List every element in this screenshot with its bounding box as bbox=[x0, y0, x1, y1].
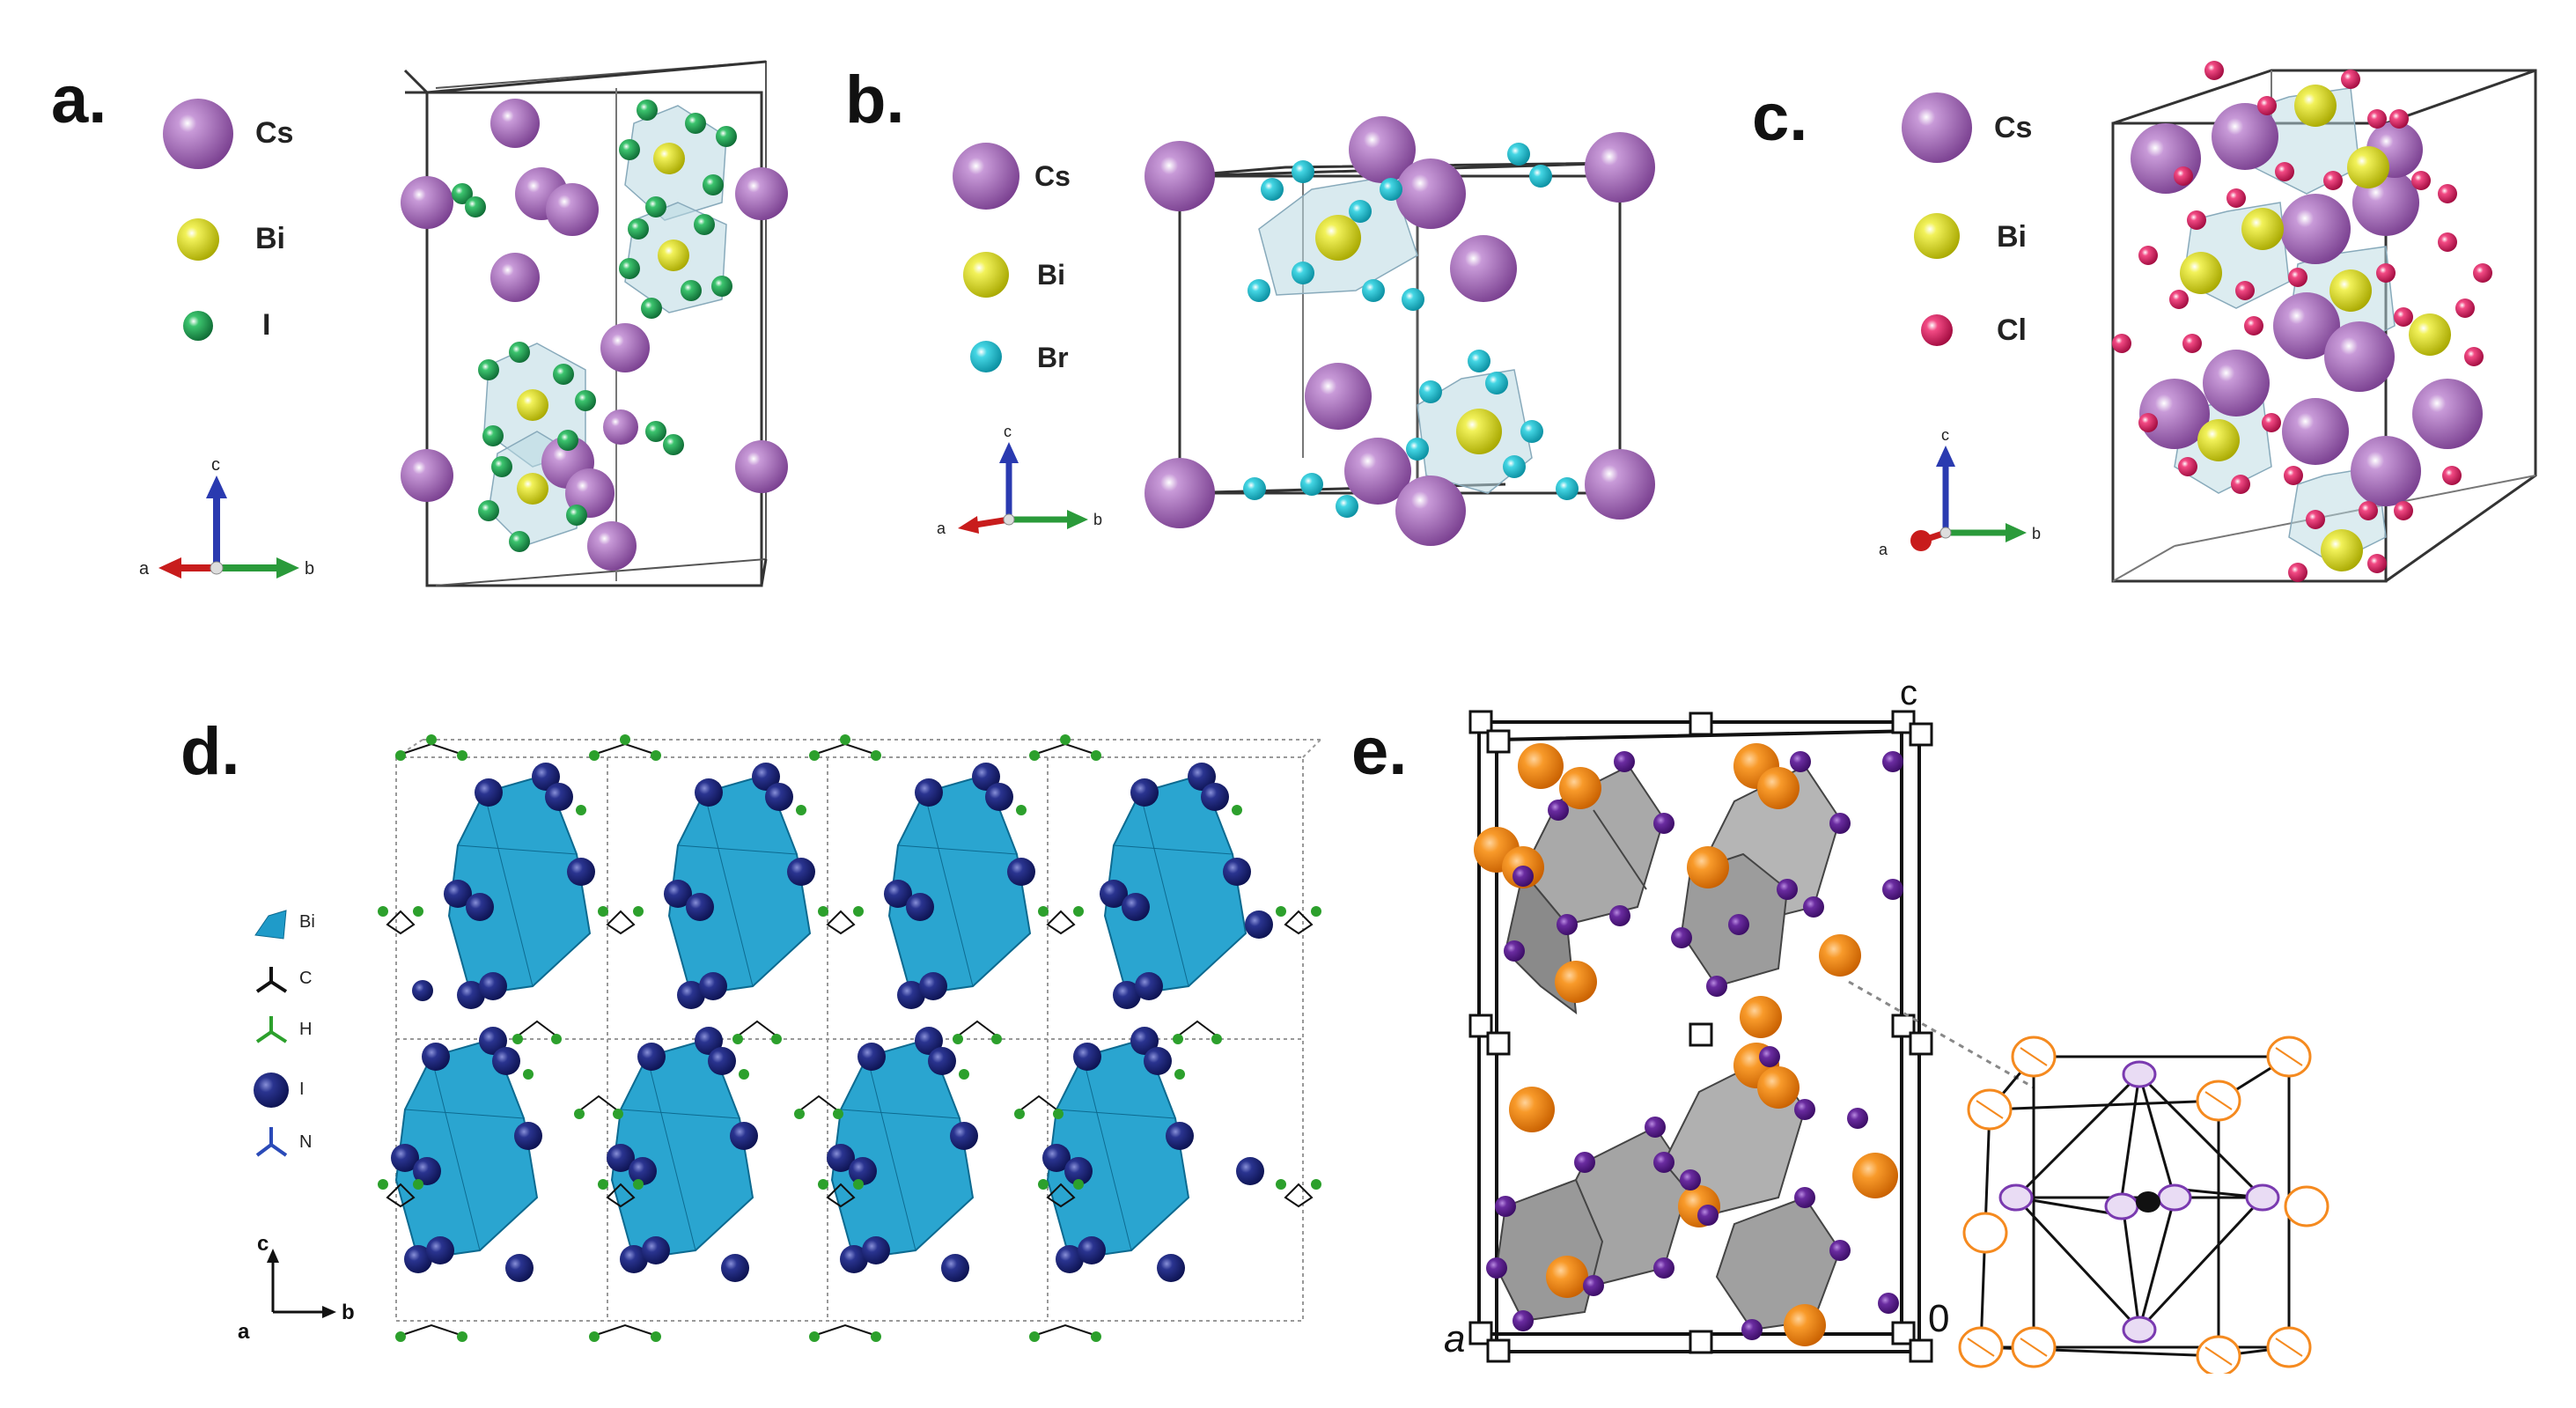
legend-label-br: Br bbox=[1037, 342, 1069, 373]
legend-swatch-bi bbox=[254, 910, 287, 940]
axis-label-a: a bbox=[238, 1320, 250, 1344]
axis-label-b: b bbox=[1093, 511, 1102, 528]
bi-atoms bbox=[1315, 215, 1502, 454]
methylammonium-cations bbox=[378, 734, 1321, 1342]
legend-label-bi: Bi bbox=[1037, 259, 1065, 291]
legend-label-i: I bbox=[262, 308, 271, 342]
axis-label-a: a bbox=[139, 559, 150, 579]
panel-b-legend: Cs Bi Br bbox=[942, 141, 1118, 387]
panel-e-structure: a 0 c bbox=[1444, 674, 2329, 1374]
legend-label-i: I bbox=[299, 1080, 305, 1099]
panel-c-axis-triad: c a b bbox=[1879, 426, 2041, 558]
legend-label-bi: Bi bbox=[299, 912, 315, 932]
bi-atoms bbox=[517, 143, 689, 505]
axis-label-b: b bbox=[305, 559, 314, 579]
cell-corner-markers bbox=[1468, 710, 1933, 1363]
panel-b-legend-swatches bbox=[953, 143, 1019, 372]
panel-d-legend-swatches bbox=[254, 910, 289, 1157]
panel-label-d: d. bbox=[180, 714, 240, 789]
legend-swatch-cs bbox=[1902, 92, 1972, 163]
legend-label-cl: Cl bbox=[1997, 313, 2027, 347]
grey-octahedra bbox=[1495, 764, 1842, 1331]
zoom-connector bbox=[1848, 980, 2035, 1089]
panel-d-legend: Bi C H I N bbox=[238, 898, 379, 1180]
panel-a-structure bbox=[401, 60, 788, 587]
legend-swatch-bi bbox=[963, 252, 1009, 298]
bi-atoms bbox=[2180, 85, 2451, 571]
legend-label-bi: Bi bbox=[255, 222, 285, 255]
axis-label-c: c bbox=[1900, 674, 1917, 712]
cs-atoms bbox=[1144, 116, 1655, 546]
axis-label-c: c bbox=[1941, 426, 1949, 444]
panel-a-legend: Cs Bi I bbox=[158, 88, 335, 379]
panel-b-axis-triad: c a b bbox=[937, 423, 1102, 537]
panel-label-c: c. bbox=[1752, 80, 1808, 155]
axis-label-a: a bbox=[937, 520, 946, 537]
cs-atoms bbox=[401, 99, 788, 571]
legend-swatch-h bbox=[255, 1016, 288, 1043]
axis-label-c: c bbox=[257, 1232, 269, 1256]
axis-label-b: b bbox=[342, 1301, 355, 1324]
unit-cell-grid bbox=[395, 739, 1321, 1322]
axis-label-a: a bbox=[1879, 541, 1888, 558]
zoomed-cage bbox=[1958, 1036, 2329, 1374]
legend-label-cs: Cs bbox=[1034, 160, 1071, 192]
legend-swatch-br bbox=[970, 341, 1002, 372]
axis-label-b: b bbox=[2032, 525, 2041, 542]
panel-d-structure bbox=[378, 734, 1321, 1342]
panel-a-legend-swatches bbox=[163, 99, 233, 341]
panel-a-axis-triad: c a b bbox=[139, 455, 314, 579]
br-atoms bbox=[1243, 143, 1579, 518]
cl-atoms bbox=[2112, 61, 2492, 582]
panel-label-e: e. bbox=[1351, 714, 1408, 789]
iodine-atoms bbox=[391, 763, 1273, 1282]
legend-swatch-cs bbox=[163, 99, 233, 169]
axis-label-c: c bbox=[211, 455, 220, 475]
legend-swatch-i bbox=[254, 1073, 289, 1108]
legend-swatch-bi bbox=[1914, 213, 1960, 259]
legend-label-bi: Bi bbox=[1997, 220, 2027, 254]
axis-label-a: a bbox=[1444, 1317, 1465, 1360]
legend-swatch-i bbox=[183, 311, 213, 341]
orange-atoms bbox=[1474, 743, 1898, 1346]
cage-center-atom bbox=[2136, 1191, 2160, 1213]
panel-c-legend-swatches bbox=[1902, 92, 1972, 346]
legend-swatch-bi bbox=[177, 218, 219, 261]
legend-label-n: N bbox=[299, 1132, 313, 1152]
panel-d-axis-triad: c b a bbox=[238, 1232, 355, 1344]
legend-label-cs: Cs bbox=[1994, 111, 2033, 144]
legend-label-c: C bbox=[299, 969, 313, 988]
bi-octahedra bbox=[394, 773, 1248, 1261]
panel-c-legend: Cs Bi Cl bbox=[1893, 88, 2069, 370]
i-atoms bbox=[452, 100, 737, 552]
legend-swatch-n bbox=[255, 1127, 288, 1157]
panel-c-structure bbox=[2111, 61, 2537, 583]
purple-atoms bbox=[1486, 751, 1903, 1340]
panel-label-b: b. bbox=[845, 63, 905, 137]
legend-swatch-cl bbox=[1921, 314, 1953, 346]
legend-swatch-cs bbox=[953, 143, 1019, 210]
axis-label-c: c bbox=[1004, 423, 1012, 440]
axis-label-origin: 0 bbox=[1928, 1297, 1949, 1340]
legend-label-h: H bbox=[299, 1020, 313, 1039]
panel-b-structure bbox=[1144, 116, 1655, 546]
panel-label-a: a. bbox=[51, 63, 107, 137]
legend-swatch-c bbox=[255, 967, 288, 993]
legend-label-cs: Cs bbox=[255, 116, 294, 150]
